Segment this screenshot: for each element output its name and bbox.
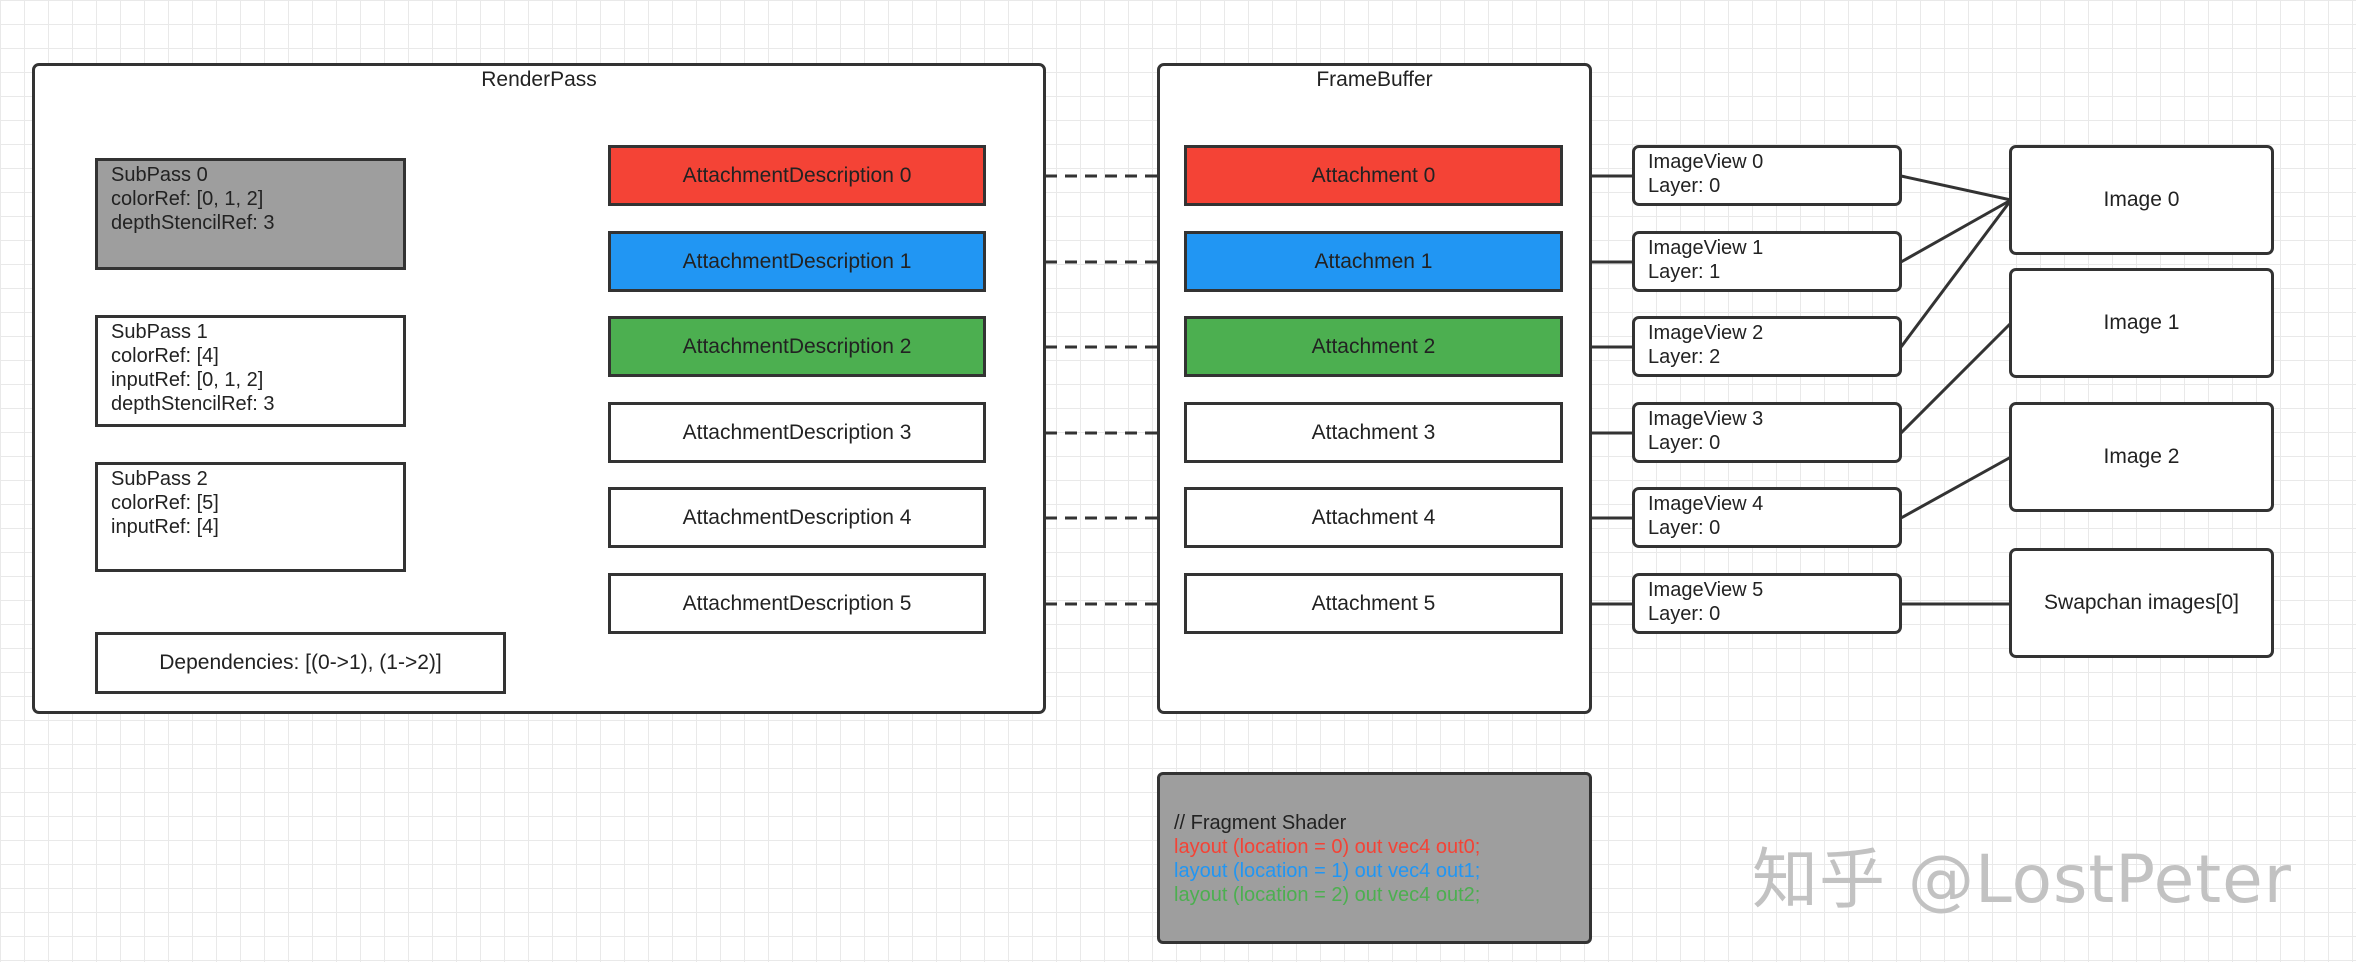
image-view-4[interactable]: ImageView 4 Layer: 0 xyxy=(1632,487,1902,548)
watermark: 知乎 @LostPeter xyxy=(1752,841,2292,918)
attachment-4[interactable]: Attachment 4 xyxy=(1184,487,1563,548)
image-view-0-layer: Layer: 0 xyxy=(1648,175,1721,197)
image-view-1-layer: Layer: 1 xyxy=(1648,261,1721,283)
imageview-image-links xyxy=(1899,174,2013,606)
attachment-4-label: Attachment 4 xyxy=(1311,505,1436,529)
image-view-2[interactable]: ImageView 2 Layer: 2 xyxy=(1632,316,1902,377)
shader-line-2: layout (location = 2) out vec4 out2; xyxy=(1174,884,1481,906)
image-view-0[interactable]: ImageView 0 Layer: 0 xyxy=(1632,145,1902,206)
attachment-5[interactable]: Attachment 5 xyxy=(1184,573,1563,634)
image-view-2-layer: Layer: 2 xyxy=(1648,346,1721,368)
attachment-0-label: Attachment 0 xyxy=(1311,163,1436,187)
attachment-description-1-label: AttachmentDescription 1 xyxy=(682,249,912,273)
image-view-3-layer: Layer: 0 xyxy=(1648,432,1721,454)
attachment-1-label: Attachmen 1 xyxy=(1314,249,1433,273)
attachment-5-label: Attachment 5 xyxy=(1311,591,1436,615)
subpass-1-name: SubPass 1 xyxy=(111,321,208,343)
image-0-label: Image 0 xyxy=(2103,188,2180,211)
attachment-description-5-label: AttachmentDescription 5 xyxy=(682,591,912,615)
subpass-2-name: SubPass 2 xyxy=(111,468,208,490)
attachment-description-1[interactable]: AttachmentDescription 1 xyxy=(608,231,986,292)
attachment-description-4-label: AttachmentDescription 4 xyxy=(682,505,912,529)
attachment-3[interactable]: Attachment 3 xyxy=(1184,402,1563,463)
subpass-2-box[interactable]: SubPass 2 colorRef: [5] inputRef: [4] xyxy=(95,462,406,572)
image-view-2-name: ImageView 2 xyxy=(1648,322,1764,344)
image-2-label: Image 2 xyxy=(2103,445,2180,468)
attachment-0[interactable]: Attachment 0 xyxy=(1184,145,1563,206)
shader-line-0: layout (location = 0) out vec4 out0; xyxy=(1174,836,1481,858)
subpass-1-color-ref: colorRef: [4] xyxy=(111,345,219,367)
subpass-2-color-ref: colorRef: [5] xyxy=(111,492,219,514)
image-view-0-name: ImageView 0 xyxy=(1648,151,1764,173)
attachment-description-0[interactable]: AttachmentDescription 0 xyxy=(608,145,986,206)
shader-line-1: layout (location = 1) out vec4 out1; xyxy=(1174,860,1481,882)
image-view-3[interactable]: ImageView 3 Layer: 0 xyxy=(1632,402,1902,463)
image-view-5-name: ImageView 5 xyxy=(1648,579,1764,601)
subpass-2-input-ref: inputRef: [4] xyxy=(111,516,219,538)
subpass-1-depth-stencil-ref: depthStencilRef: 3 xyxy=(111,393,275,415)
attachment-3-label: Attachment 3 xyxy=(1311,420,1436,444)
framebuffer-title: FrameBuffer xyxy=(1316,68,1433,91)
shader-comment: // Fragment Shader xyxy=(1174,812,1347,834)
subpass-0-depth-stencil-ref: depthStencilRef: 3 xyxy=(111,212,275,234)
attachment-description-2-label: AttachmentDescription 2 xyxy=(682,334,912,358)
image-2[interactable]: Image 2 xyxy=(2009,402,2274,512)
attachment-description-3[interactable]: AttachmentDescription 3 xyxy=(608,402,986,463)
image-view-1-name: ImageView 1 xyxy=(1648,237,1764,259)
image-view-1[interactable]: ImageView 1 Layer: 1 xyxy=(1632,231,1902,292)
image-view-4-name: ImageView 4 xyxy=(1648,493,1764,515)
image-view-4-layer: Layer: 0 xyxy=(1648,517,1721,539)
subpass-0-color-ref: colorRef: [0, 1, 2] xyxy=(111,188,264,210)
dependencies-label: Dependencies: [(0->1), (1->2)] xyxy=(159,651,442,674)
subpass-1-box[interactable]: SubPass 1 colorRef: [4] inputRef: [0, 1,… xyxy=(95,315,406,427)
description-attachment-links xyxy=(985,174,1185,606)
image-view-3-name: ImageView 3 xyxy=(1648,408,1764,430)
attachment-1[interactable]: Attachmen 1 xyxy=(1184,231,1563,292)
attachment-description-2[interactable]: AttachmentDescription 2 xyxy=(608,316,986,377)
image-view-5[interactable]: ImageView 5 Layer: 0 xyxy=(1632,573,1902,634)
swapchain-image-0-label: Swapchan images[0] xyxy=(2044,591,2239,614)
swapchain-image-0[interactable]: Swapchan images[0] xyxy=(2009,548,2274,658)
dependencies-box[interactable]: Dependencies: [(0->1), (1->2)] xyxy=(95,632,506,694)
attachment-2[interactable]: Attachment 2 xyxy=(1184,316,1563,377)
subpass-1-input-ref: inputRef: [0, 1, 2] xyxy=(111,369,264,391)
attachment-description-3-label: AttachmentDescription 3 xyxy=(682,420,912,444)
attachment-description-5[interactable]: AttachmentDescription 5 xyxy=(608,573,986,634)
renderpass-title: RenderPass xyxy=(481,68,597,91)
attachment-2-label: Attachment 2 xyxy=(1311,334,1436,358)
attachment-description-4[interactable]: AttachmentDescription 4 xyxy=(608,487,986,548)
image-1[interactable]: Image 1 xyxy=(2009,268,2274,378)
subpass-0-box[interactable]: SubPass 0 colorRef: [0, 1, 2] depthStenc… xyxy=(95,158,406,270)
subpass-0-name: SubPass 0 xyxy=(111,164,208,186)
image-0[interactable]: Image 0 xyxy=(2009,145,2274,255)
image-1-label: Image 1 xyxy=(2103,311,2180,334)
image-view-5-layer: Layer: 0 xyxy=(1648,603,1721,625)
fragment-shader-box[interactable]: // Fragment Shader layout (location = 0)… xyxy=(1157,772,1592,944)
attachment-description-0-label: AttachmentDescription 0 xyxy=(682,163,912,187)
